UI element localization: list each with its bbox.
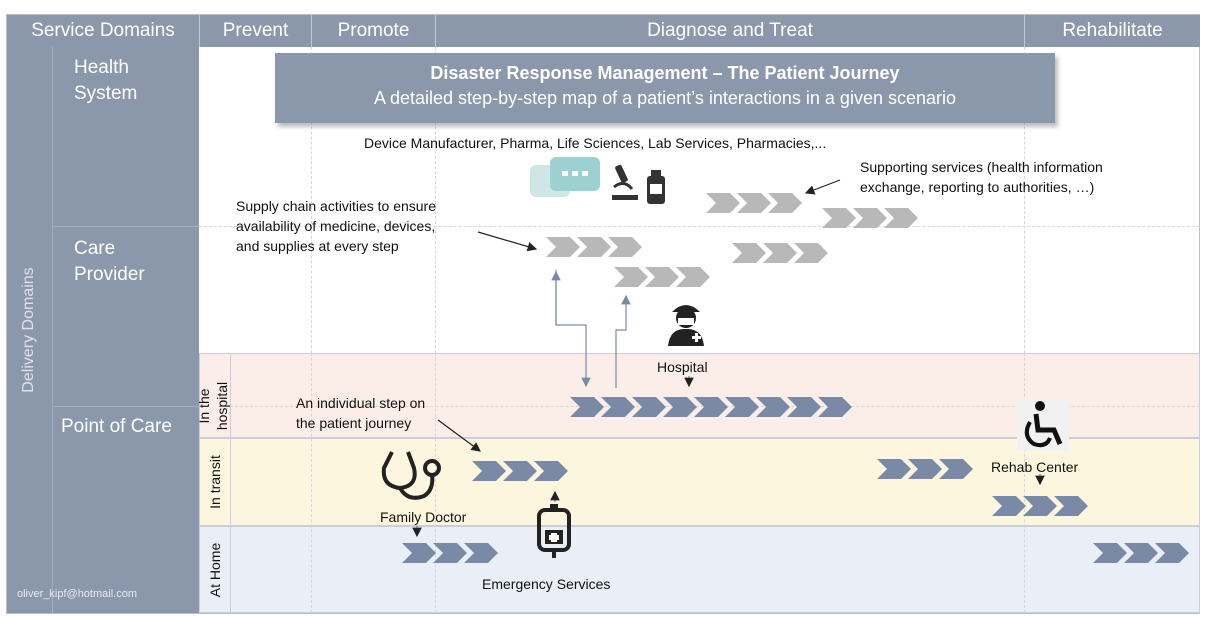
chevron-step <box>706 193 740 213</box>
chevron-step <box>818 397 852 417</box>
chevron-step <box>472 461 506 481</box>
chevron-step <box>694 397 728 417</box>
chevron-step-group <box>472 461 568 481</box>
chevron-step <box>1054 496 1088 516</box>
chevron-step <box>884 208 918 228</box>
chevron-step <box>1023 496 1057 516</box>
hospital-label: Hospital <box>657 359 708 375</box>
left-divider-2 <box>53 406 199 407</box>
chevron-step-group <box>614 267 710 287</box>
supply-arrow <box>477 231 538 252</box>
delivery-domains-column <box>7 47 199 613</box>
chevron-step <box>732 243 766 263</box>
chevron-step-group <box>546 237 642 257</box>
chevron-step <box>737 193 771 213</box>
chevron-step <box>768 193 802 213</box>
chevron-step <box>877 459 911 479</box>
health-system-label: Health System <box>74 57 138 104</box>
header-promote: Promote <box>311 15 435 47</box>
band-label-divider <box>230 353 231 613</box>
chevron-step <box>908 459 942 479</box>
iv-bag-icon <box>537 504 571 558</box>
chevron-step <box>534 461 568 481</box>
chevron-step <box>433 543 467 563</box>
grid-line <box>311 47 312 353</box>
chat-bubbles-icon <box>530 157 600 197</box>
supporting-services-note: Supporting services (health information … <box>860 159 1103 195</box>
family-doctor-label: Family Doctor <box>380 509 467 525</box>
care-provider-label: Care Provider <box>74 238 145 285</box>
grid-line <box>1024 353 1025 613</box>
chevron-step-group <box>1093 543 1189 563</box>
header-service-domains: Service Domains <box>7 15 199 47</box>
diagram-title: Disaster Response Management – The Patie… <box>430 63 900 83</box>
grid-line <box>1024 47 1025 353</box>
grid-line <box>435 47 436 353</box>
step-arrow <box>437 419 481 452</box>
microscope-icon <box>612 164 638 200</box>
chevron-step <box>608 237 642 257</box>
chevron-step-group <box>822 208 918 228</box>
chevron-step <box>822 208 856 228</box>
chevron-step <box>725 397 759 417</box>
band-at-home <box>199 526 1200 613</box>
chevron-step <box>939 459 973 479</box>
chevron-step <box>1124 543 1158 563</box>
chevron-step <box>787 397 821 417</box>
chevron-step <box>794 243 828 263</box>
chevron-step <box>1093 543 1127 563</box>
header-diagnose-treat: Diagnose and Treat <box>435 15 1024 47</box>
chevron-step-group <box>570 397 852 417</box>
stethoscope-icon <box>381 451 441 500</box>
grid-line <box>435 353 436 613</box>
chevron-step <box>676 267 710 287</box>
chevron-step-group <box>402 543 498 563</box>
diagram-subtitle: A detailed step-by-step map of a patient… <box>373 88 956 108</box>
vial-icon <box>647 170 665 204</box>
chevron-step <box>853 208 887 228</box>
chevron-step <box>570 397 604 417</box>
header-prevent: Prevent <box>199 15 311 47</box>
chevron-step <box>503 461 537 481</box>
chevron-step <box>763 243 797 263</box>
delivery-domains-strip <box>7 47 53 613</box>
band-in-transit <box>199 438 1200 526</box>
chevron-step <box>632 397 666 417</box>
chevron-step-group <box>706 193 802 213</box>
header-rehabilitate: Rehabilitate <box>1024 15 1200 47</box>
link-line-2 <box>615 294 631 388</box>
chevron-step <box>577 237 611 257</box>
point-of-care-label: Point of Care <box>61 416 172 437</box>
grid-line <box>199 226 1200 227</box>
chevron-step <box>601 397 635 417</box>
chevron-step <box>663 397 697 417</box>
chevron-step <box>614 267 648 287</box>
supply-chain-note: Supply chain activities to ensure availa… <box>236 198 436 254</box>
individual-step-note: An individual step on the patient journe… <box>296 395 426 431</box>
wheelchair-icon <box>1024 401 1063 448</box>
manufacturers-note: Device Manufacturer, Pharma, Life Scienc… <box>364 135 827 151</box>
grid-line <box>311 353 312 613</box>
title-box: Disaster Response Management – The Patie… <box>275 53 1055 123</box>
chevron-step <box>756 397 790 417</box>
rehab-center-label: Rehab Center <box>991 459 1079 475</box>
diagram-frame <box>6 14 1200 614</box>
chevron-step <box>1155 543 1189 563</box>
chevron-step <box>402 543 436 563</box>
emergency-services-label: Emergency Services <box>482 576 611 592</box>
chevron-step-group <box>732 243 828 263</box>
chevron-step <box>546 237 580 257</box>
doctor-icon <box>668 305 704 346</box>
author-email: oliver_kipf@hotmail.com <box>17 588 137 600</box>
chevron-step-group <box>992 496 1088 516</box>
chevron-step <box>464 543 498 563</box>
chevron-step-group <box>877 459 973 479</box>
left-divider-1 <box>53 226 199 227</box>
chevron-step <box>645 267 679 287</box>
chevron-step <box>992 496 1026 516</box>
supporting-arrow <box>804 179 841 195</box>
